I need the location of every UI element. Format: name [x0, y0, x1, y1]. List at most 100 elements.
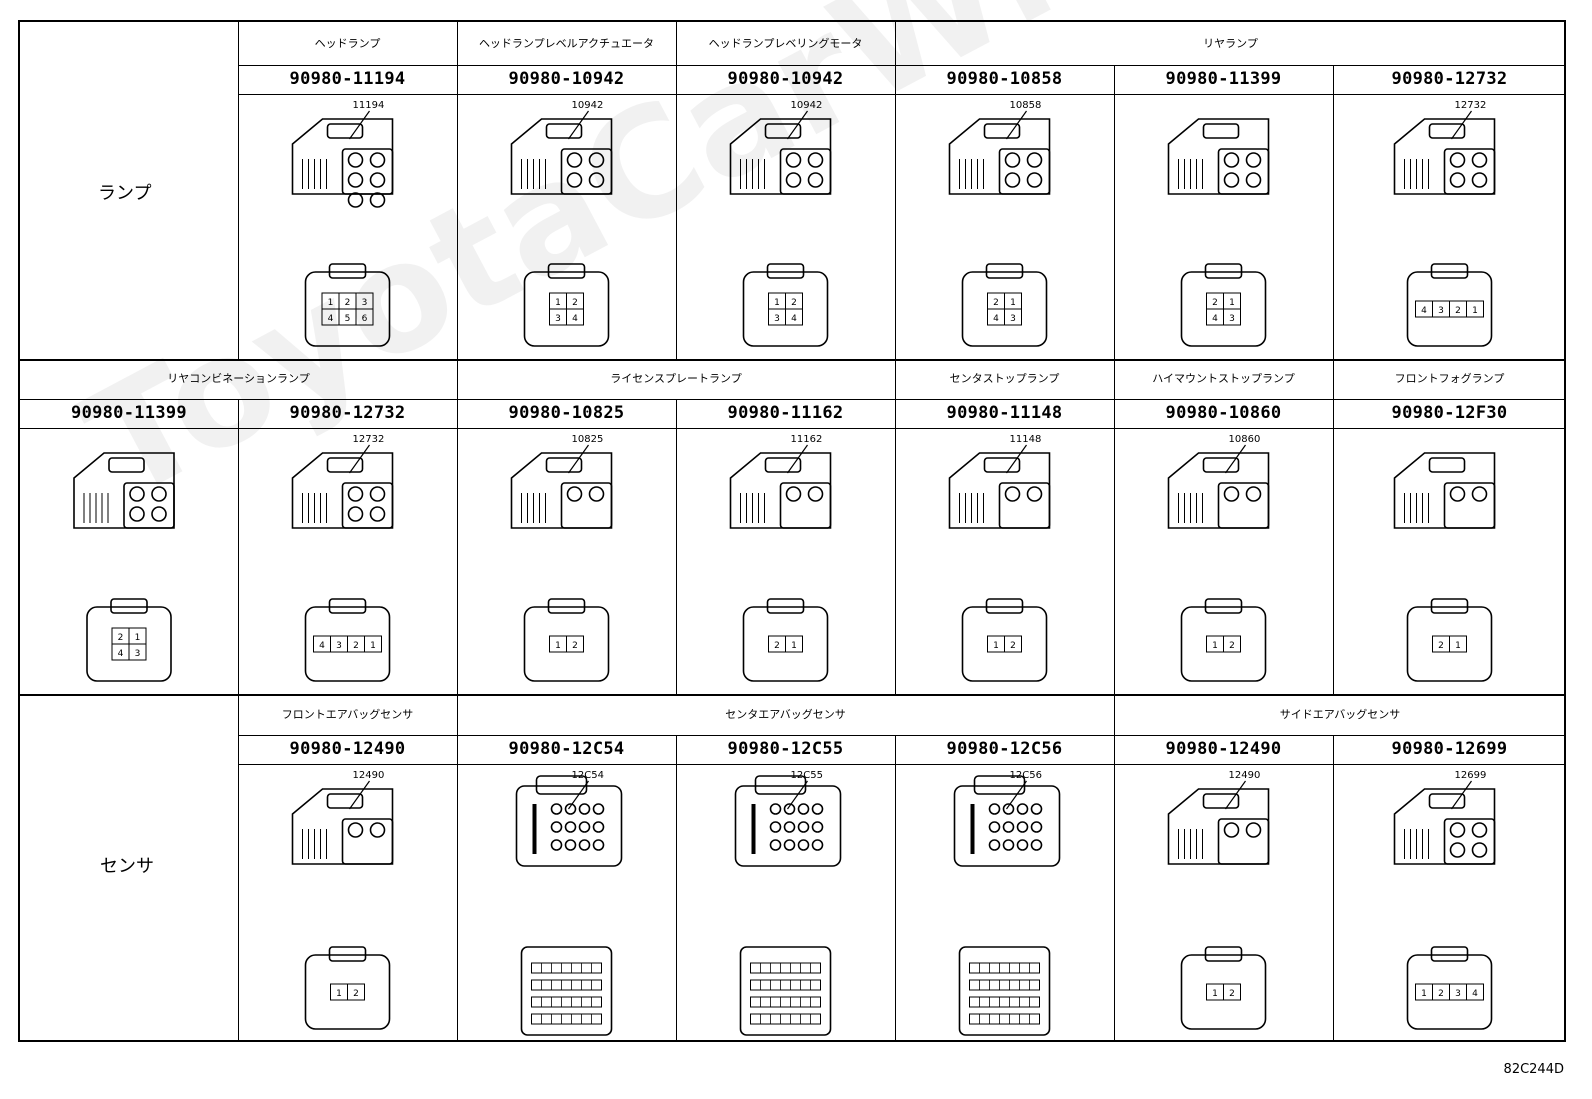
pin-number: 1: [1455, 641, 1461, 651]
face-outline: [1406, 606, 1493, 682]
pin-number: 4: [1472, 989, 1478, 999]
pin-cavity: [988, 821, 1001, 833]
category-label: リヤランプ: [1203, 36, 1258, 50]
column-divider: [1114, 694, 1115, 1042]
header-divider: [238, 94, 1566, 95]
pin-cavity: [578, 803, 591, 815]
callout-label: 12732: [1455, 100, 1487, 111]
connector-3d-view: [1393, 118, 1496, 195]
column-divider: [457, 694, 458, 1042]
pin-cavity: [1223, 486, 1240, 502]
category-label: センタエアバッグセンサ: [725, 707, 846, 721]
connector-3d-view: [291, 452, 394, 529]
pin-number: 2: [353, 641, 359, 651]
callout-label: 10860: [1229, 434, 1261, 445]
pin-cavity: [1223, 152, 1240, 168]
pin-cavity: [347, 152, 364, 168]
category-label: ハイマウントストップランプ: [1152, 372, 1295, 385]
pin-cavity: [1245, 486, 1262, 502]
callout-label: 12C56: [1010, 770, 1042, 781]
latch: [1202, 793, 1240, 809]
pin-cavity: [1449, 172, 1466, 188]
callout-label: 12C55: [791, 770, 823, 781]
pin-number: 3: [336, 641, 342, 651]
callout-leader: [787, 780, 808, 810]
figure-reference: 82C244D: [1503, 1062, 1564, 1077]
face-latch: [985, 263, 1024, 279]
face-outline: [739, 946, 832, 1036]
terminal-cavity: [566, 635, 584, 653]
part-number: 90980-10825: [508, 403, 625, 423]
pin-cavity: [1471, 842, 1488, 858]
latch: [983, 123, 1021, 139]
connector-3d-view: [729, 118, 832, 195]
latch: [1428, 457, 1466, 473]
pin-cavity: [1449, 152, 1466, 168]
terminal-row: [531, 1013, 602, 1025]
category-label: ヘッドランプレベリングモータ: [708, 36, 863, 50]
header-divider: [238, 65, 1566, 66]
pin-cavity: [129, 486, 145, 502]
pin-number: 2: [572, 641, 578, 651]
pin-cavity: [564, 839, 577, 851]
pin-number: 2: [118, 633, 124, 643]
terminal-cavity: [1449, 635, 1467, 653]
pin-number: 1: [1212, 989, 1218, 999]
part-number: 90980-12C55: [727, 739, 844, 759]
face-outline: [523, 271, 610, 347]
pin-cavity: [1016, 839, 1029, 851]
callout-leader: [1451, 110, 1472, 140]
category-label: リヤコンビネーションランプ: [167, 372, 310, 385]
pin-number: 1: [993, 641, 999, 651]
face-outline: [1406, 271, 1493, 347]
callout-label: 11194: [353, 100, 385, 111]
pin-cavity: [807, 172, 824, 188]
column-divider: [895, 735, 896, 1042]
terminal-row: [969, 996, 1040, 1008]
callout-label: 10825: [572, 434, 604, 445]
pin-cavity: [769, 821, 782, 833]
pin-cavity: [1471, 172, 1488, 188]
header-divider: [20, 428, 1566, 429]
face-outline: [523, 606, 610, 682]
latch: [1428, 793, 1466, 809]
connector-3d-view: [1167, 452, 1270, 529]
callout-leader: [1225, 444, 1246, 474]
pin-number: 1: [1229, 298, 1235, 308]
pin-cavity: [783, 839, 796, 851]
pin-cavity: [151, 506, 167, 522]
face-outline: [958, 946, 1051, 1036]
callout-leader: [349, 780, 370, 810]
pin-number: 2: [1010, 641, 1016, 651]
category-label: ヘッドランプ: [314, 36, 381, 50]
terminal-cavity: [364, 635, 382, 653]
connector-3d-view: [73, 452, 175, 529]
callout-label: 12490: [353, 770, 385, 781]
pin-number: 2: [993, 298, 999, 308]
pin-number: 2: [774, 641, 780, 651]
column-divider: [895, 22, 896, 359]
column-divider: [1333, 735, 1334, 1042]
pin-cavity: [564, 803, 577, 815]
pin-cavity: [785, 486, 802, 502]
pin-cavity: [785, 152, 802, 168]
latch: [983, 457, 1021, 473]
pin-number: 1: [555, 641, 561, 651]
callout-leader: [349, 444, 370, 474]
connector-drawing: 12C55: [676, 764, 895, 1042]
pin-cavity: [588, 486, 605, 502]
callout-leader: [1451, 780, 1472, 810]
part-number: 90980-12732: [1391, 69, 1508, 89]
terminal-cavity: [1223, 983, 1241, 1001]
connector-drawing: 12C56: [895, 764, 1114, 1042]
pin-cavity: [1002, 803, 1015, 815]
pin-number: 2: [1438, 641, 1444, 651]
pin-cavity: [807, 152, 824, 168]
latch: [764, 457, 802, 473]
